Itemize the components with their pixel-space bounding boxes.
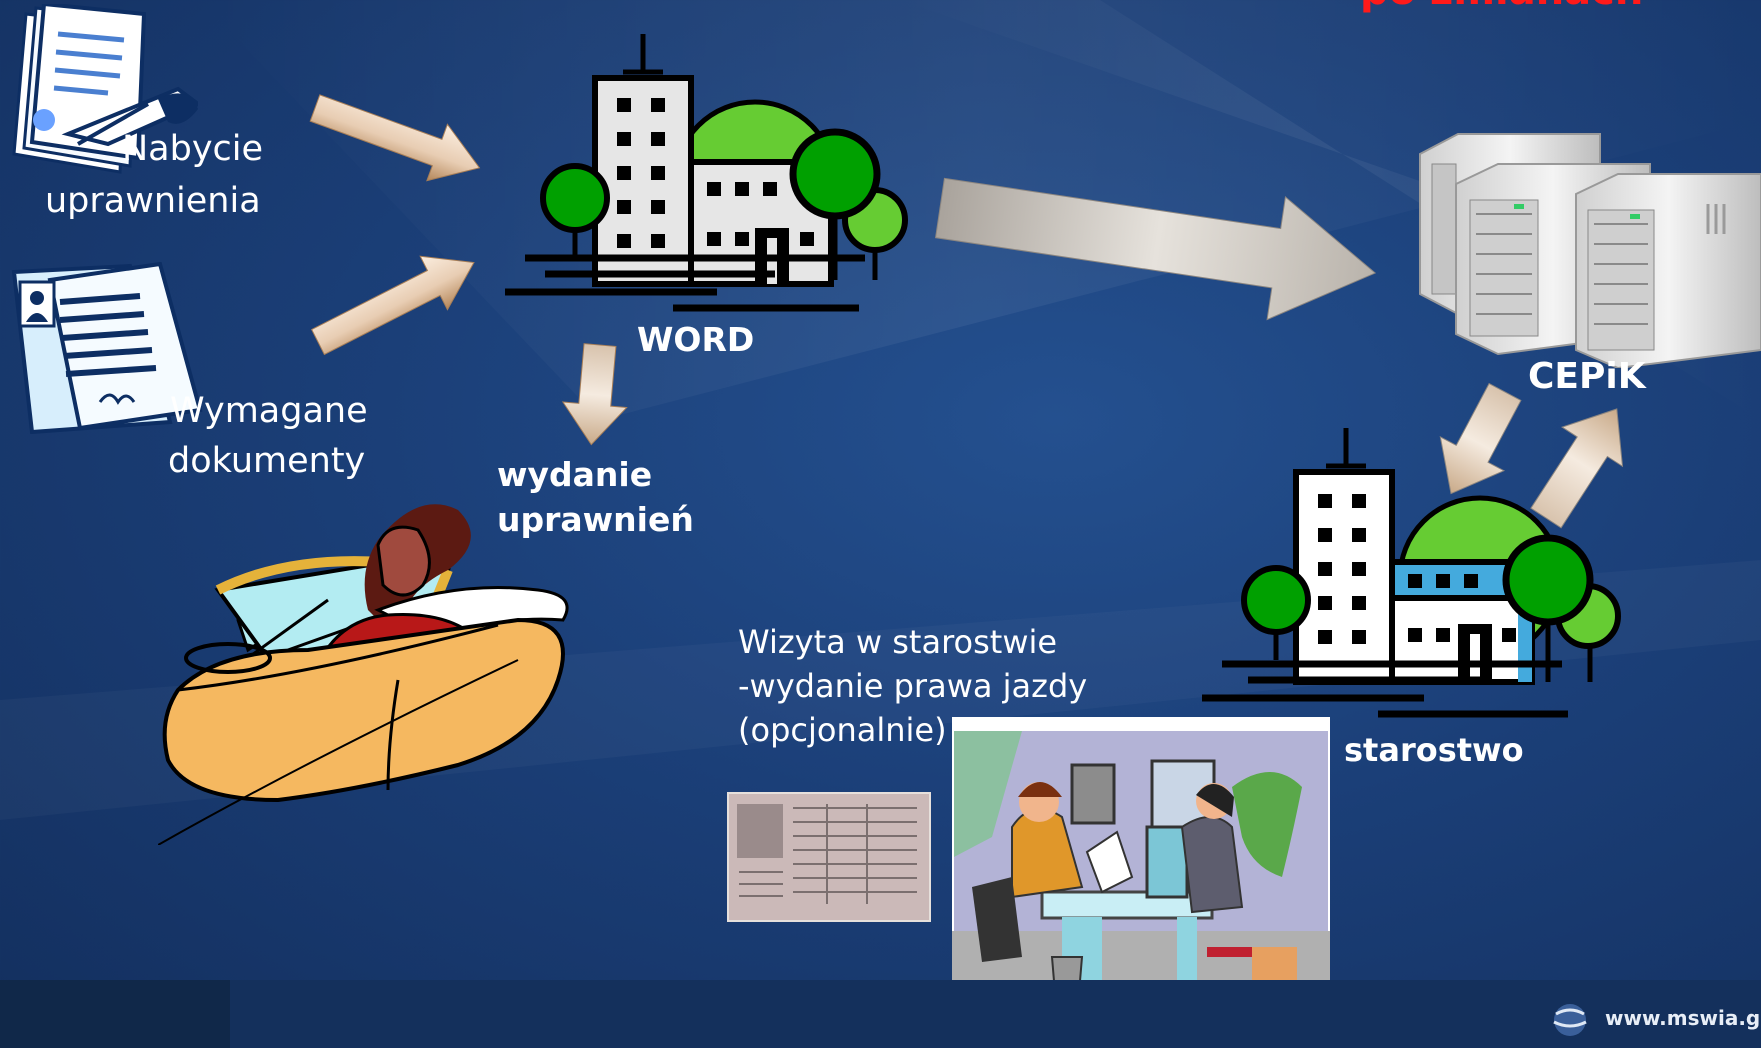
arrow-documents-to-word xyxy=(310,255,475,356)
server-unit-3 xyxy=(1575,173,1761,368)
server-icon xyxy=(1419,133,1761,368)
visit-label-line2: -wydanie prawa jazdy xyxy=(738,667,1088,705)
arrow-acquire-to-word xyxy=(309,94,481,182)
issue-label-line1: wydanie xyxy=(497,455,653,494)
visit-label-line1: Wizyta w starostwie xyxy=(738,623,1058,661)
documents-label-line1: Wymagane xyxy=(170,391,368,431)
arrow-cepik-to-starostwo xyxy=(1439,382,1522,495)
slide-title: po zmianach xyxy=(1360,0,1643,14)
starostwo-building-icon xyxy=(1202,428,1621,718)
acquire-label-line1: Nabycie xyxy=(122,129,264,169)
footer-url[interactable]: www.mswia.gov xyxy=(1605,1006,1761,1030)
visit-label-line3: (opcjonalnie) xyxy=(738,711,947,749)
arrow-word-to-issue xyxy=(561,343,628,446)
issue-label-line2: uprawnień xyxy=(497,500,694,539)
cepik-label: CEPiK xyxy=(1528,356,1646,397)
documents-list-icon xyxy=(11,262,203,434)
starostwo-label: starostwo xyxy=(1344,731,1524,769)
word-building-icon xyxy=(505,34,908,312)
documents-label-line2: dokumenty xyxy=(168,441,366,481)
arrow-starostwo-to-cepik xyxy=(1530,408,1624,529)
footer-left-block xyxy=(0,980,230,1048)
driver-car-icon xyxy=(158,504,569,845)
acquire-label-line2: uprawnienia xyxy=(45,181,261,221)
arrow-word-to-cepik xyxy=(934,177,1377,321)
word-label: WORD xyxy=(637,320,755,359)
globe-icon xyxy=(1553,1004,1587,1036)
document-sign-icon xyxy=(12,4,198,174)
license-card-icon xyxy=(727,792,931,922)
footer-bar xyxy=(0,980,1761,1048)
